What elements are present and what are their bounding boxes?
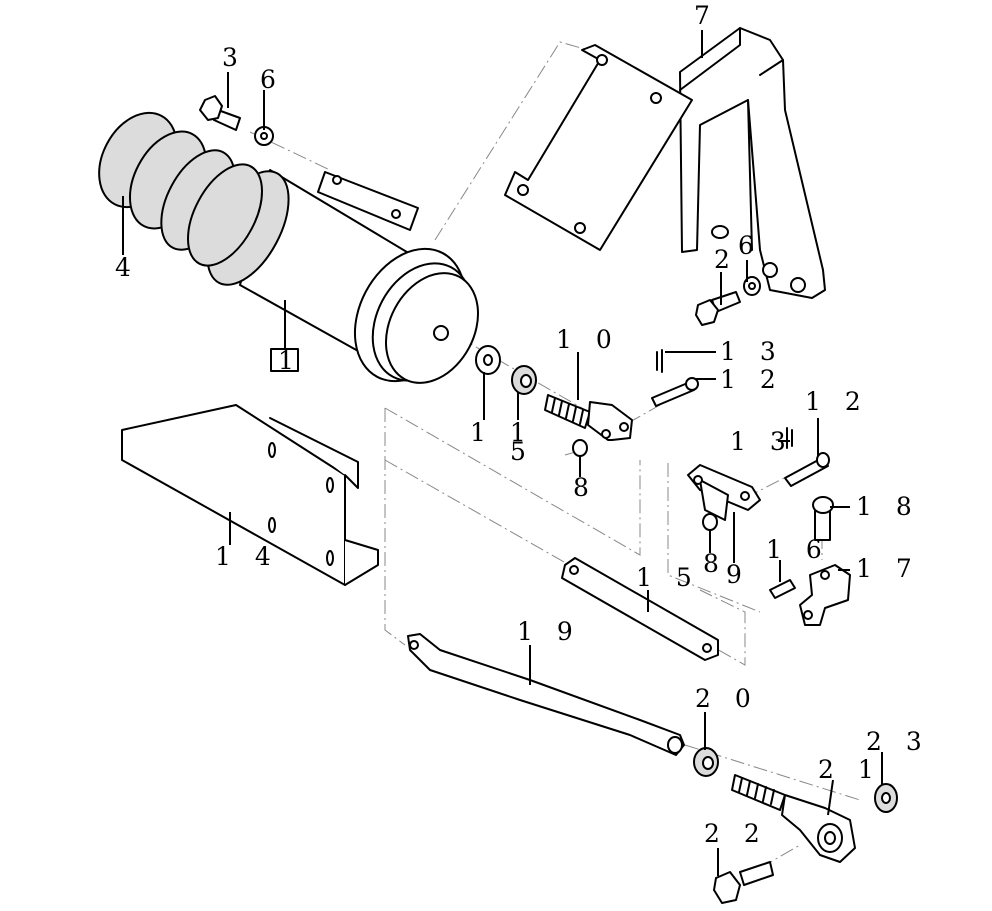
- label-part-10: 1 0: [556, 325, 620, 354]
- label-part-18: 1 8: [856, 492, 920, 521]
- lock-washer-left: [572, 439, 588, 457]
- label-part-22: 2 2: [704, 819, 768, 848]
- label-part-23: 2 3: [866, 727, 930, 756]
- label-part-21: 2 1: [818, 755, 882, 784]
- threaded-clevis: [544, 394, 633, 441]
- bracket-hole: [517, 184, 529, 196]
- label-part-8-left: 8: [573, 473, 597, 502]
- link-bar: [561, 557, 719, 661]
- washer-and-nut: [475, 345, 537, 395]
- bellows-boot: [98, 111, 263, 267]
- label-part-11: 1 1: [470, 418, 534, 447]
- label-part-4: 4: [115, 253, 139, 282]
- label-part-6-upper-left: 6: [260, 65, 284, 94]
- control-rod: [407, 633, 685, 756]
- bracket-hole: [650, 92, 662, 104]
- label-part-6-upper-right: 6: [738, 231, 762, 260]
- label-part-1: 1: [278, 346, 302, 375]
- label-part-9: 9: [726, 560, 750, 589]
- upper-bracket: [504, 27, 826, 299]
- label-part-12-upper: 1 2: [720, 365, 784, 394]
- label-part-15-washer: 5: [510, 437, 534, 466]
- bracket-hole: [596, 54, 608, 66]
- leader-lines: [122, 30, 883, 876]
- clevis-pin-upper: [651, 349, 699, 407]
- rod-end-assembly: [693, 747, 898, 904]
- label-part-3: 3: [222, 43, 246, 72]
- label-part-15-link: 1 5: [636, 563, 700, 592]
- bracket-hole: [574, 222, 586, 234]
- bolt-and-washer-right: [695, 276, 761, 326]
- label-part-7: 7: [694, 1, 718, 30]
- label-part-17: 1 7: [856, 554, 920, 583]
- label-part-16: 1 6: [766, 535, 830, 564]
- label-part-2-upper: 2: [714, 245, 738, 274]
- label-part-8-right: 8: [703, 549, 727, 578]
- label-part-14: 1 4: [215, 542, 279, 571]
- part-labels: 3 6 4 1 7 2 6 1 0 1 3 1 2 1 1 5 8 1 4 1 …: [115, 1, 930, 848]
- bolt-and-washer-upper: [199, 95, 274, 146]
- label-part-20: 2 0: [695, 684, 759, 713]
- label-part-12-right: 1 2: [805, 387, 869, 416]
- mounting-bracket: [121, 404, 379, 586]
- clevis-right: [687, 427, 830, 531]
- actuator-cylinder: [98, 111, 480, 384]
- label-part-13-right: 1 3: [730, 427, 794, 456]
- label-part-19: 1 9: [517, 617, 581, 646]
- label-part-13-upper: 1 3: [720, 337, 784, 366]
